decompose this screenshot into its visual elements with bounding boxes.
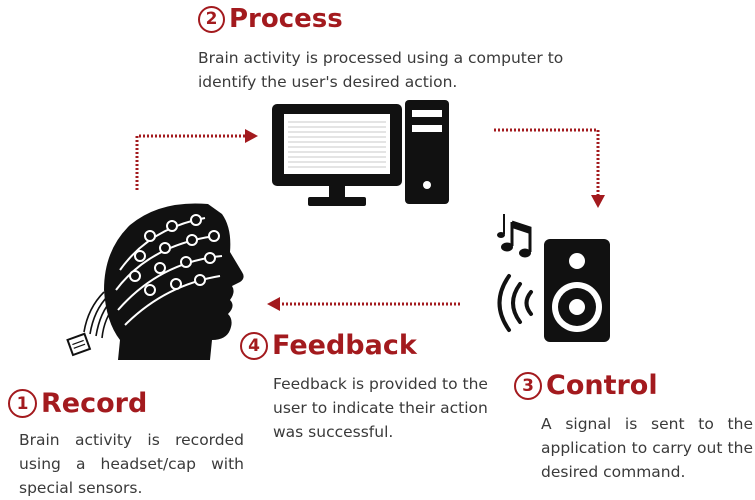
computer-icon	[272, 100, 449, 206]
control-title-text: Control	[546, 370, 658, 401]
record-title-text: Record	[41, 388, 148, 419]
record-description: Brain activity is recorded using a heads…	[19, 431, 244, 497]
control-title: 3 Control	[514, 370, 658, 401]
step-number-1: 1	[8, 389, 37, 418]
process-description: Brain activity is processed using a comp…	[198, 49, 564, 91]
speaker-icon	[544, 239, 610, 342]
arrow-process-to-control	[494, 128, 605, 208]
arrow-record-to-process	[135, 129, 258, 190]
sound-waves-icon	[497, 274, 533, 332]
control-description: A signal is sent to the application to c…	[541, 415, 753, 481]
arrow-control-to-feedback	[267, 297, 460, 311]
process-title-text: Process	[229, 4, 343, 34]
record-title: 1 Record	[8, 388, 147, 419]
step-number-3: 3	[514, 371, 542, 400]
head-with-eeg-cap-icon	[66, 203, 244, 360]
process-title: 2 Process	[198, 4, 343, 34]
step-number-4: 4	[240, 331, 268, 360]
feedback-description: Feedback is provided to the user to indi…	[273, 375, 488, 441]
music-note-icon	[497, 214, 532, 258]
feedback-title: 4 Feedback	[240, 330, 417, 361]
step-number-2: 2	[198, 5, 225, 33]
feedback-title-text: Feedback	[272, 330, 417, 361]
